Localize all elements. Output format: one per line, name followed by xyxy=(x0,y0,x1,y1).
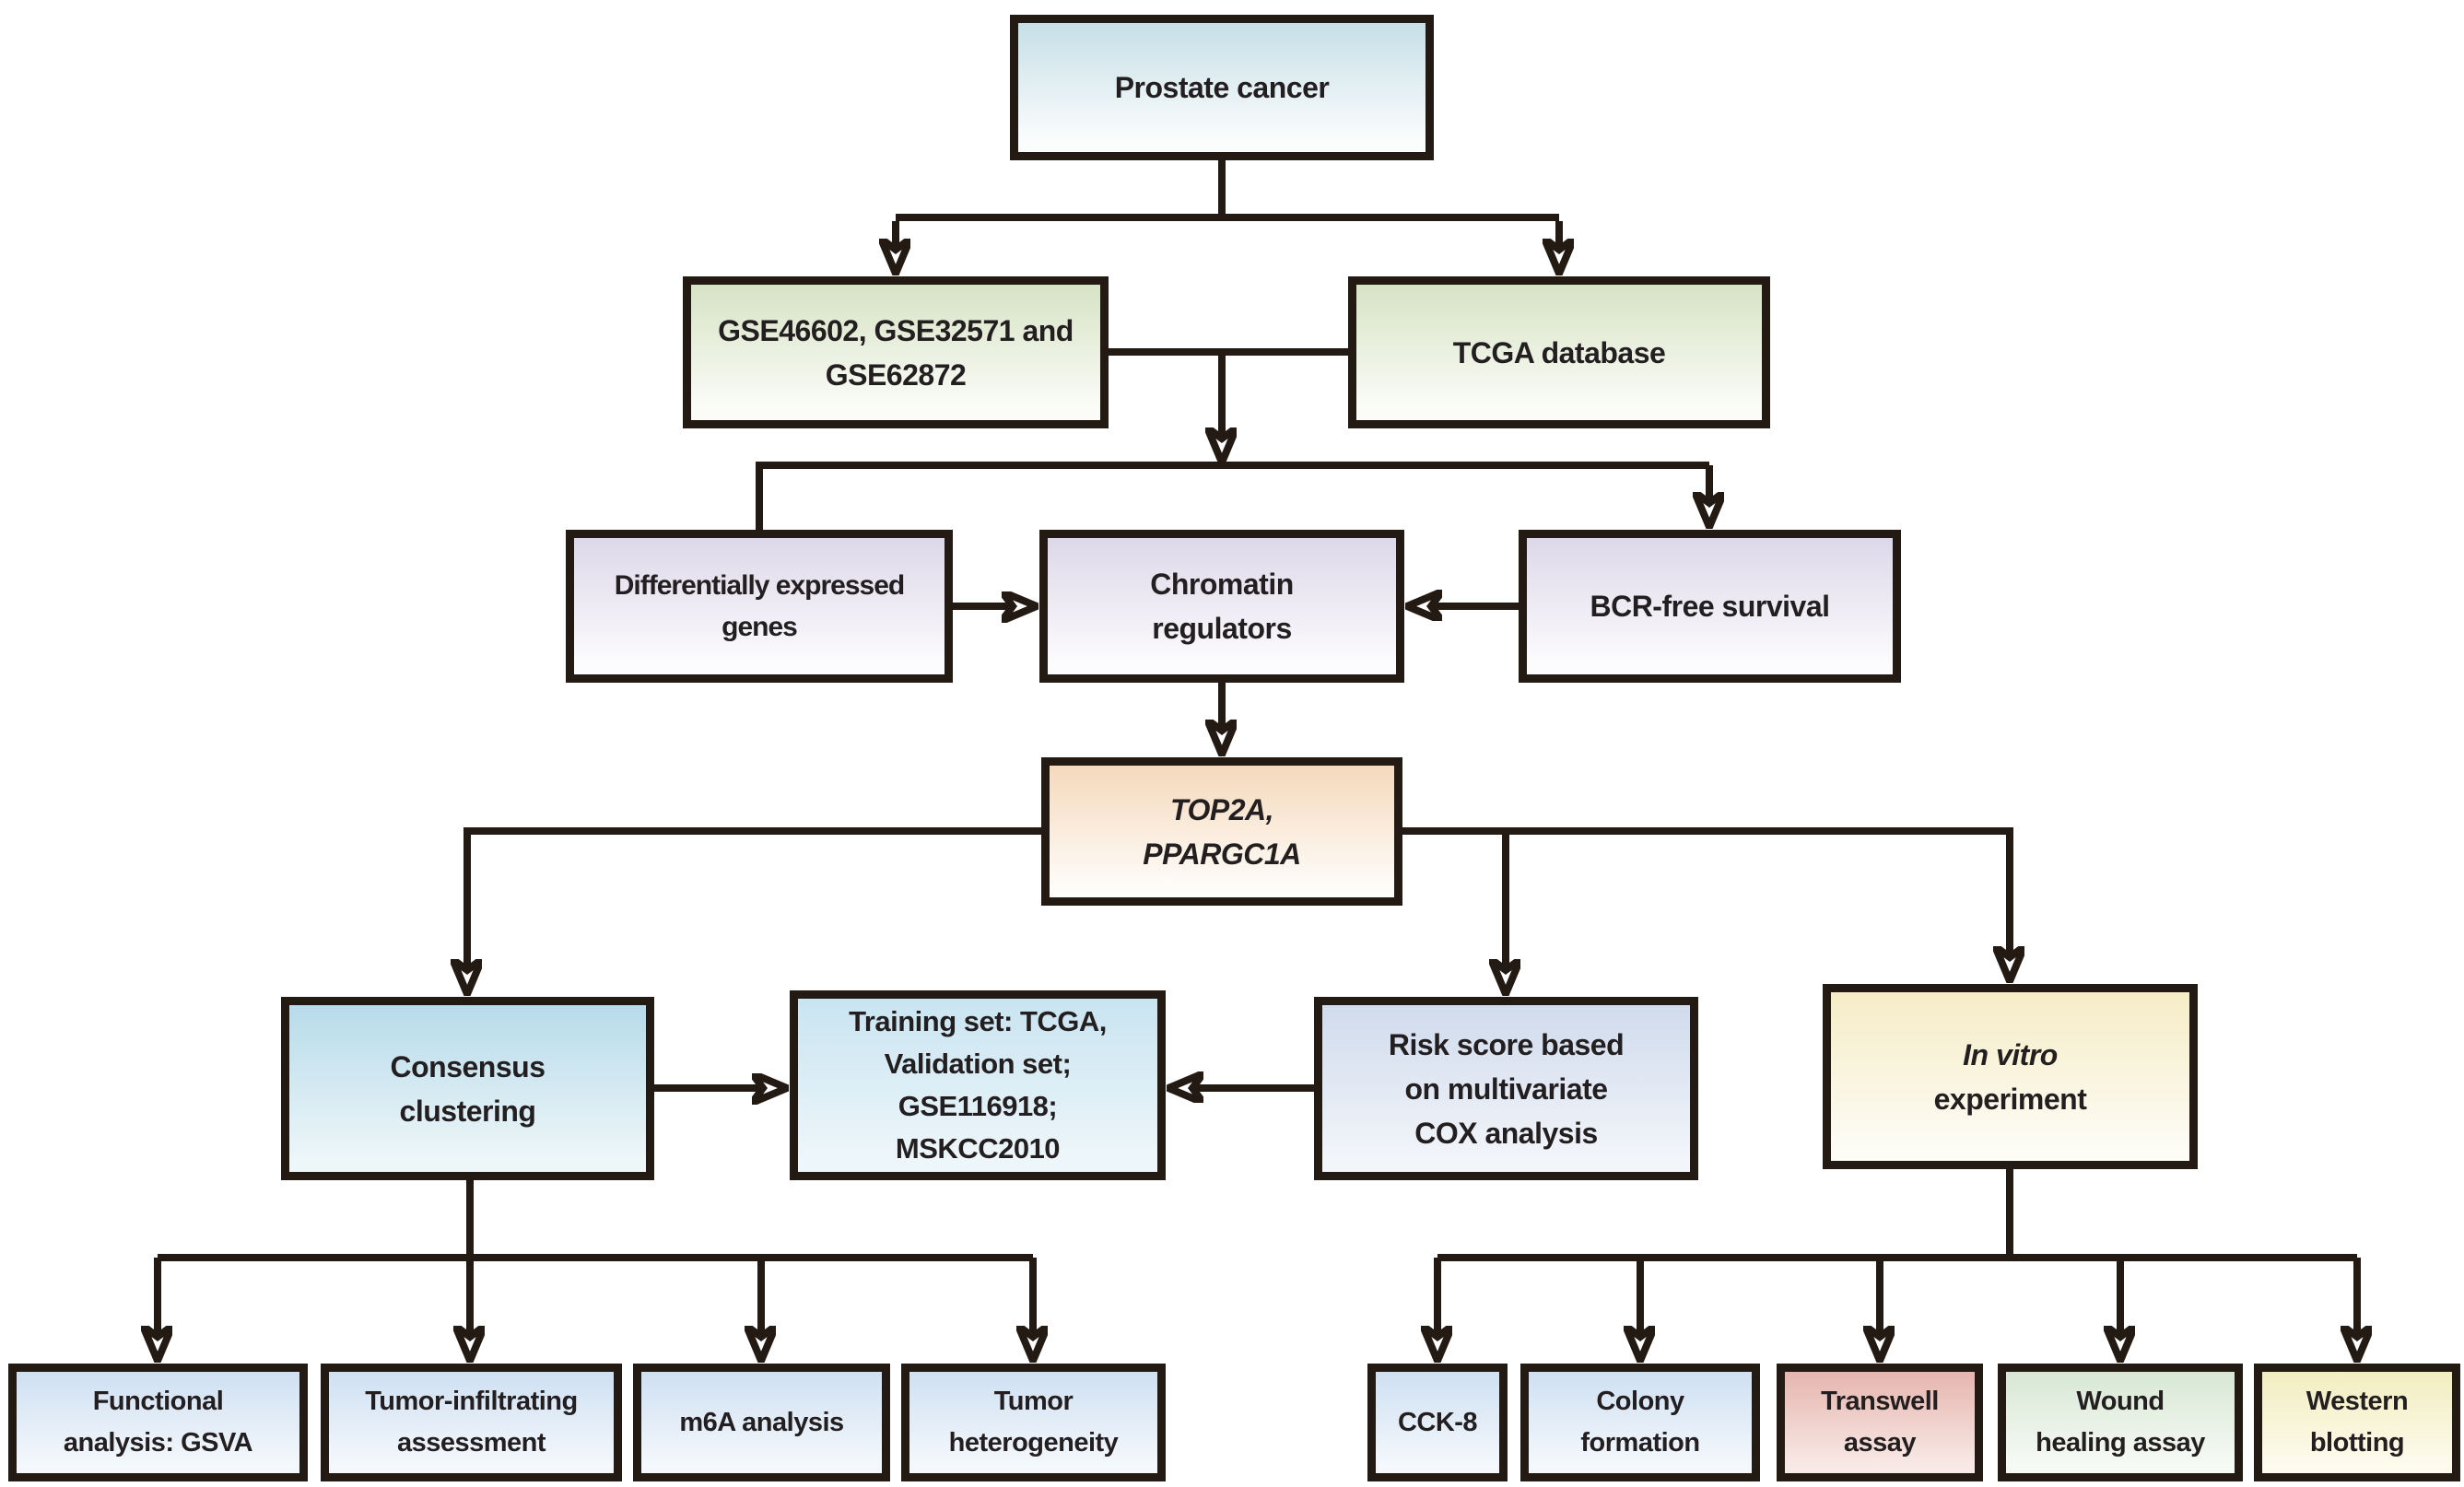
edge-hub-to-invitro xyxy=(1399,827,2010,957)
node-deg-label: Differentially expressed genes xyxy=(614,570,905,642)
node-consensus-clustering-label: Consensus clustering xyxy=(390,1049,546,1128)
node-risk-score: Risk score based on multivariate COX ana… xyxy=(1314,997,1698,1180)
node-m6a-analysis-label: m6A analysis xyxy=(679,1407,844,1437)
node-bcr-free-survival: BCR-free survival xyxy=(1519,530,1901,683)
node-m6a-analysis: m6A analysis xyxy=(633,1364,890,1481)
node-in-vitro-experiment: In vitro experiment xyxy=(1823,984,2198,1169)
node-top2a-ppargc1a: TOP2A, PPARGC1A xyxy=(1041,757,1402,906)
edge-merge-split xyxy=(756,462,1709,533)
node-consensus-clustering: Consensus clustering xyxy=(281,997,654,1180)
edge-datasets-merge xyxy=(1109,348,1348,439)
node-training-validation-sets: Training set: TCGA, Validation set; GSE1… xyxy=(790,990,1166,1180)
node-functional-gsva-label: Functional analysis: GSVA xyxy=(63,1387,253,1458)
node-chromatin-regulators: Chromatin regulators xyxy=(1039,530,1404,683)
node-bcr-free-survival-label: BCR-free survival xyxy=(1590,590,1830,623)
node-tumor-infiltrating-assessment: Tumor-infiltrating assessment xyxy=(321,1364,622,1481)
edge-consensus-split xyxy=(158,1180,1033,1337)
node-training-validation-label: Training set: TCGA, Validation set; GSE1… xyxy=(849,1005,1107,1165)
node-geo-datasets: GSE46602, GSE32571 and GSE62872 xyxy=(683,276,1109,428)
node-transwell-assay-label: Transwell assay xyxy=(1821,1387,1939,1458)
node-colony-formation: Colony formation xyxy=(1520,1364,1760,1481)
node-wound-healing-label: Wound healing assay xyxy=(2036,1387,2205,1458)
node-geo-datasets-label: GSE46602, GSE32571 and GSE62872 xyxy=(718,313,1074,392)
node-tumor-heterogeneity-label: Tumor heterogeneity xyxy=(948,1387,1119,1458)
node-prostate-cancer: Prostate cancer xyxy=(1010,15,1434,160)
node-tumor-heterogeneity: Tumor heterogeneity xyxy=(901,1364,1166,1481)
node-colony-formation-label: Colony formation xyxy=(1580,1387,1700,1458)
node-tumor-infiltrating-label: Tumor-infiltrating assessment xyxy=(365,1387,578,1458)
edge-hub-to-consensus xyxy=(467,827,1041,970)
node-chromatin-regulators-label: Chromatin regulators xyxy=(1150,568,1294,645)
node-differentially-expressed-genes: Differentially expressed genes xyxy=(566,530,953,683)
node-western-blotting: Western blotting xyxy=(2254,1364,2460,1481)
node-cck8-label: CCK-8 xyxy=(1397,1407,1478,1437)
node-functional-analysis-gsva: Functional analysis: GSVA xyxy=(8,1364,308,1481)
node-tcga-database-label: TCGA database xyxy=(1452,335,1666,369)
node-in-vitro-line2: experiment xyxy=(1933,1082,2087,1116)
node-prostate-cancer-label: Prostate cancer xyxy=(1114,71,1330,104)
node-transwell-assay: Transwell assay xyxy=(1777,1364,1983,1481)
node-risk-score-label: Risk score based on multivariate COX ana… xyxy=(1388,1027,1625,1150)
node-in-vitro-line1: In vitro xyxy=(1963,1037,2058,1071)
node-western-blotting-label: Western blotting xyxy=(2306,1387,2409,1458)
node-cck8: CCK-8 xyxy=(1367,1364,1508,1481)
edge-prostate-split xyxy=(896,160,1559,250)
node-wound-healing-assay: Wound healing assay xyxy=(1998,1364,2243,1481)
edge-invitro-split xyxy=(1437,1169,2357,1337)
node-tcga-database: TCGA database xyxy=(1348,276,1770,428)
node-top2a-ppargc1a-label: TOP2A, PPARGC1A xyxy=(1143,792,1301,871)
